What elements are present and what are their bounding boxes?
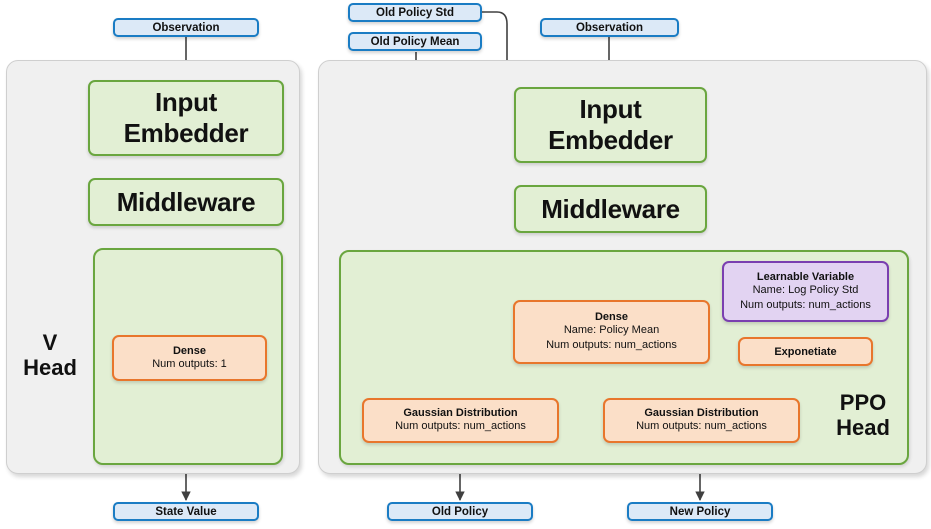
v-head-label: V Head <box>10 330 90 381</box>
ppo-head-label-line2: Head <box>836 415 890 441</box>
gaussian-distribution-new-title: Gaussian Distribution <box>644 407 759 420</box>
exponetiate-label: Exponetiate <box>774 345 837 358</box>
v-head-label-line2: Head <box>23 355 77 381</box>
learnable-variable-line1: Name: Log Policy Std <box>752 283 859 296</box>
output-old-policy[interactable]: Old Policy <box>387 502 533 521</box>
arrow-oldstd-to-gaussian-old <box>482 11 512 397</box>
input-embedder-v[interactable]: Input Embedder <box>88 80 284 156</box>
dense-policy-mean-line2: Num outputs: num_actions <box>546 339 677 351</box>
input-embedder-v-label: Input Embedder <box>123 87 249 148</box>
input-old-policy-std[interactable]: Old Policy Std <box>348 3 482 22</box>
input-observation-ppo[interactable]: Observation <box>540 18 679 37</box>
learnable-variable-title: Learnable Variable <box>756 270 855 283</box>
dense-policy-mean-title: Dense <box>594 311 629 324</box>
middleware-ppo[interactable]: Middleware <box>514 185 707 233</box>
output-state-value[interactable]: State Value <box>113 502 259 521</box>
middleware-ppo-label: Middleware <box>541 193 680 224</box>
input-observation-ppo-label: Observation <box>575 21 644 34</box>
input-old-policy-mean-label: Old Policy Mean <box>370 35 460 48</box>
gaussian-distribution-old-line1: Num outputs: num_actions <box>395 420 526 433</box>
dense-v-title: Dense <box>172 344 207 357</box>
middleware-v-label: Middleware <box>116 186 256 217</box>
dense-policy-mean[interactable]: Dense Name: Policy Mean Num outputs: num… <box>513 300 710 364</box>
dense-v[interactable]: Dense Num outputs: 1 <box>112 335 267 381</box>
v-head-label-line1: V <box>42 330 58 355</box>
dense-policy-mean-line1: Name: Policy Mean <box>563 324 660 337</box>
ppo-head-label: PPO Head <box>818 390 908 441</box>
output-state-value-label: State Value <box>155 505 217 518</box>
exponetiate[interactable]: Exponetiate <box>738 337 873 366</box>
input-observation-v-label: Observation <box>152 21 220 34</box>
ppo-head-label-line1: PPO <box>839 390 887 415</box>
input-old-policy-mean[interactable]: Old Policy Mean <box>348 32 482 51</box>
gaussian-distribution-old-title: Gaussian Distribution <box>403 407 518 420</box>
middleware-v[interactable]: Middleware <box>88 178 284 226</box>
input-old-policy-std-label: Old Policy Std <box>376 6 454 19</box>
output-new-policy-label: New Policy <box>669 505 731 518</box>
output-old-policy-label: Old Policy <box>431 505 489 518</box>
input-embedder-ppo-label: Input Embedder <box>548 94 673 155</box>
learnable-variable-log-policy-std[interactable]: Learnable Variable Name: Log Policy Std … <box>722 261 889 322</box>
learnable-variable-line2: Num outputs: num_actions <box>740 298 871 311</box>
gaussian-distribution-new[interactable]: Gaussian Distribution Num outputs: num_a… <box>603 398 800 443</box>
dense-v-line1: Num outputs: 1 <box>152 357 227 370</box>
gaussian-distribution-new-line1: Num outputs: num_actions <box>636 420 767 433</box>
input-embedder-ppo[interactable]: Input Embedder <box>514 87 707 163</box>
output-new-policy[interactable]: New Policy <box>627 502 773 521</box>
gaussian-distribution-old[interactable]: Gaussian Distribution Num outputs: num_a… <box>362 398 559 443</box>
input-observation-v[interactable]: Observation <box>113 18 259 37</box>
